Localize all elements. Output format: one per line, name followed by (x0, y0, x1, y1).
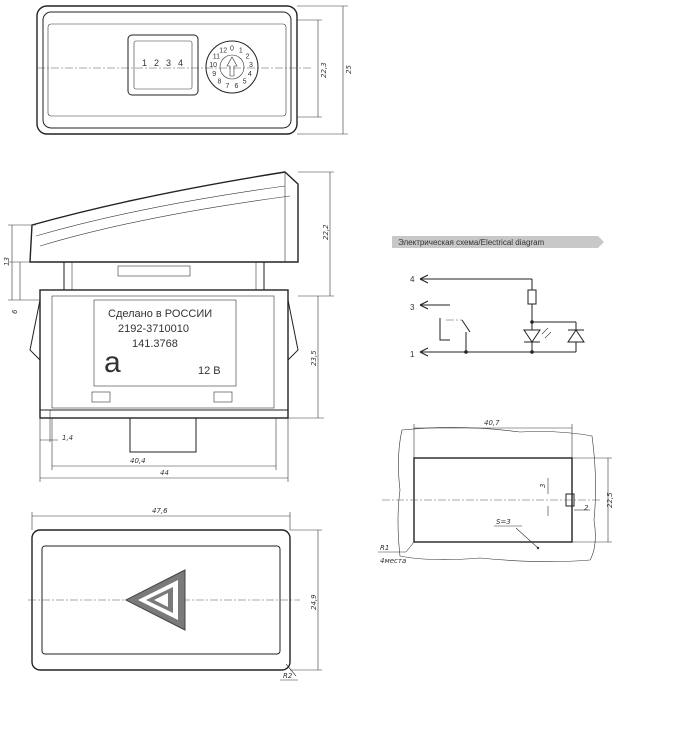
manufacturer-logo: a (104, 346, 121, 379)
dim-22-3: 22,3 (320, 62, 328, 78)
dim-24-9: 24,9 (310, 594, 318, 610)
electrical-diagram: Электрическая схема/Electrical diagram 4… (392, 236, 604, 359)
dim-25: 25 (345, 65, 353, 74)
cutout-rect (413, 457, 573, 543)
diagram-title: Электрическая схема/Electrical diagram (398, 238, 545, 247)
pin-label: 4 (178, 58, 183, 68)
pin-label: 3 (166, 58, 171, 68)
dial-digit: 11 (213, 54, 220, 61)
dim-1-4: 1,4 (62, 434, 73, 442)
terminal-4: 4 (410, 275, 415, 284)
led (523, 329, 541, 343)
dial-digit: 0 (230, 46, 234, 53)
dim-22-5: 22,5 (606, 492, 614, 508)
connector-housing (127, 34, 199, 96)
pin-label: 2 (154, 58, 159, 68)
terminal-1: 1 (410, 350, 415, 359)
pin-label: 1 (142, 58, 147, 68)
rocker-key (29, 171, 299, 263)
dial-digit: 10 (209, 62, 217, 69)
label-voltage: 12 В (198, 365, 221, 377)
diode (567, 329, 585, 343)
panel-cutout: 40,7 22,5 3 2 S=3 R1 4места (378, 419, 614, 565)
dial-digit: 6 (235, 83, 239, 90)
dim-44: 44 (160, 469, 169, 477)
dial-digit: 8 (217, 79, 221, 86)
dial-digit: 4 (248, 71, 252, 78)
dim-47-6: 47,6 (152, 507, 168, 515)
dim-40-4: 40,4 (130, 457, 146, 465)
dim-13: 13 (3, 257, 11, 266)
dim-slot-2: 2 (584, 504, 589, 512)
dim-r1-note: 4места (380, 557, 406, 565)
panel-outline (397, 427, 596, 562)
date-dial (205, 40, 259, 94)
dim-r1: R1 (380, 544, 389, 552)
label-made-in: Сделано в РОССИИ (108, 308, 212, 320)
dial-digit: 5 (243, 79, 247, 86)
label-panel (93, 299, 237, 387)
dim-6: 6 (11, 309, 19, 314)
side-view: Сделано в РОССИИ 2192-3710010 141.3768 a… (3, 171, 334, 482)
front-view: 47,6 24,9 R2 (28, 507, 322, 681)
resistor (527, 289, 537, 305)
dial-digit: 2 (246, 54, 250, 61)
label-code: 141.3768 (132, 338, 178, 350)
terminal-3: 3 (410, 303, 415, 312)
dial-digit: 3 (249, 62, 253, 69)
diagram-title-bar (392, 236, 604, 248)
bottom-connector (129, 417, 197, 453)
dim-22-2: 22,2 (322, 224, 330, 240)
dim-40-7: 40,7 (484, 419, 500, 427)
dim-23-5: 23,5 (310, 350, 318, 366)
switch-contact (461, 319, 471, 333)
dim-r2: R2 (283, 672, 293, 680)
dial-digit: 12 (219, 48, 227, 55)
dial-digit: 9 (212, 71, 216, 78)
thickness-s: S=3 (496, 518, 511, 526)
dial-digit: 7 (226, 83, 230, 90)
label-part-number: 2192-3710010 (118, 323, 189, 335)
arrow-icon (226, 56, 238, 77)
dim-slot-3: 3 (539, 484, 547, 488)
dial-digit: 1 (239, 48, 243, 55)
